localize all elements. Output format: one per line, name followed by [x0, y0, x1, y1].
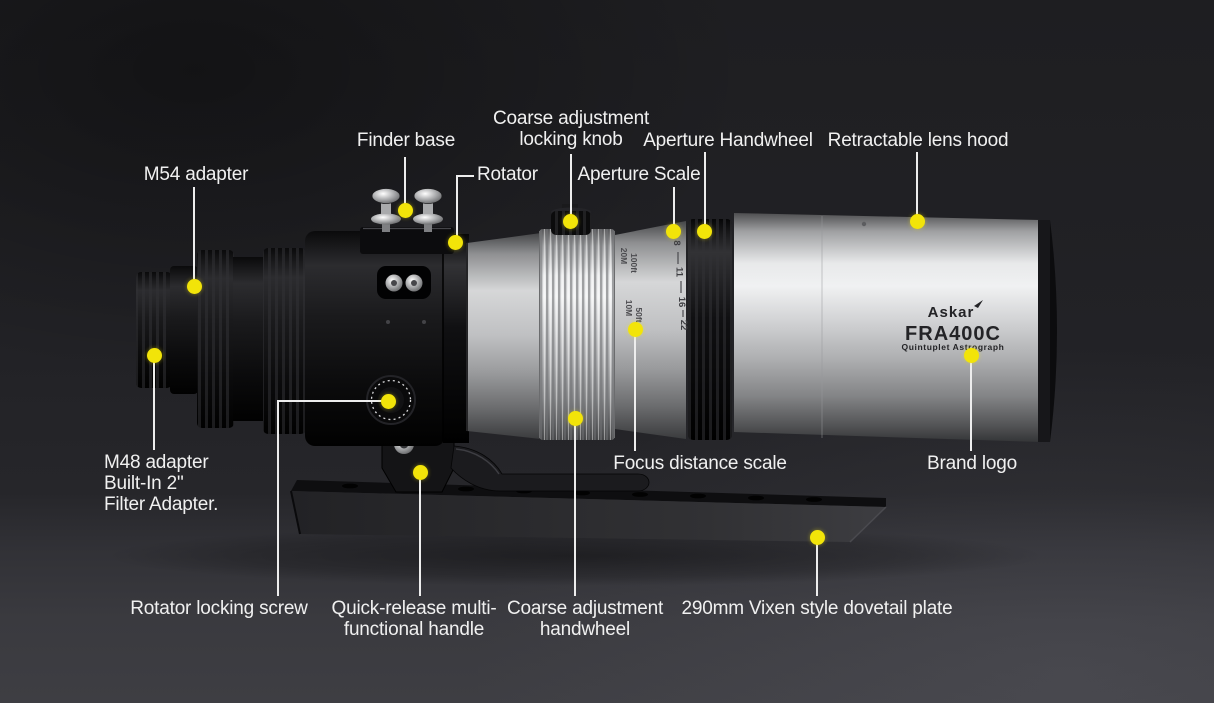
finder-base [360, 188, 454, 254]
leader-line [704, 152, 706, 233]
callout-dot [413, 465, 428, 480]
lens-hood [734, 213, 1057, 442]
callout-dot [910, 214, 925, 229]
callout-dot [964, 348, 979, 363]
label-m54-adapter: M54 adapter [143, 164, 249, 185]
leader-line [816, 538, 818, 596]
callout-dot [563, 214, 578, 229]
leader-line [916, 152, 918, 222]
leader-line [570, 154, 572, 222]
callout-dot [810, 530, 825, 545]
aperture-scale-markings: 8 11 16 22 [671, 240, 689, 330]
svg-text:10M: 10M [624, 300, 634, 317]
rear-smooth-ring [233, 257, 264, 421]
svg-text:50ft: 50ft [634, 307, 644, 322]
callout-dot [697, 224, 712, 239]
brand-logo-print: Askar FRA400C Quintuplet Astrograph [902, 300, 1005, 352]
label-m48-adapter: M48 adapter Built-In 2" Filter Adapter. [104, 452, 219, 515]
leader-line [456, 175, 474, 177]
label-dovetail-plate: 290mm Vixen style dovetail plate [681, 598, 953, 619]
callout-dot [448, 235, 463, 250]
svg-text:16: 16 [676, 297, 687, 308]
label-rotator-locking-screw: Rotator locking screw [130, 598, 308, 619]
label-aperture-scale: Aperture Scale [577, 164, 701, 185]
callout-dot [666, 224, 681, 239]
coarse-adjustment-handwheel-ring [539, 229, 615, 440]
callout-dot [147, 348, 162, 363]
rear-knurled-ring-b [263, 248, 306, 434]
leader-line [404, 157, 406, 211]
leader-line [277, 400, 389, 402]
leader-line [419, 473, 421, 596]
label-quick-release-handle: Quick-release multi- functional handle [331, 598, 497, 640]
label-coarse-handwheel: Coarse adjustment handwheel [506, 598, 664, 640]
label-retractable-hood: Retractable lens hood [827, 130, 1009, 151]
label-focus-distance-scale: Focus distance scale [613, 453, 787, 474]
callout-dot [628, 322, 643, 337]
label-coarse-locking-knob: Coarse adjustment locking knob [492, 108, 650, 150]
svg-text:8: 8 [671, 240, 682, 245]
label-aperture-handwheel: Aperture Handwheel [643, 130, 813, 151]
svg-text:100ft: 100ft [629, 253, 639, 273]
leader-line [193, 187, 195, 287]
clamp-screws [377, 266, 431, 324]
m48-adapter-ring [136, 272, 172, 388]
label-brand-logo: Brand logo [927, 453, 1017, 474]
leader-line [574, 419, 576, 596]
callout-dot [568, 411, 583, 426]
focus-scale-cone [615, 221, 686, 439]
model-text: FRA400C [905, 323, 1001, 345]
leader-line [153, 355, 155, 450]
brand-name-text: Askar [928, 304, 975, 321]
leader-line [456, 175, 458, 243]
svg-text:11: 11 [674, 267, 685, 278]
aperture-handwheel-ring [688, 219, 732, 440]
rotator-ring [443, 234, 469, 443]
label-rotator: Rotator [477, 164, 538, 185]
svg-text:22: 22 [678, 320, 689, 331]
leader-line [277, 400, 279, 596]
thumbscrew-icon [371, 188, 401, 232]
callout-dot [398, 203, 413, 218]
leader-line [970, 356, 972, 451]
m54-adapter-ring [170, 266, 198, 394]
thumbscrew-icon [413, 188, 443, 232]
label-finder-base: Finder base [356, 130, 456, 151]
leader-line [673, 187, 675, 233]
leader-line [634, 330, 636, 451]
model-subtitle-text: Quintuplet Astrograph [902, 342, 1005, 352]
focus-distance-scale-markings: 20M 100ft 10M 50ft [619, 248, 644, 323]
brand-mark-icon [974, 300, 983, 308]
callout-dot [381, 394, 396, 409]
callout-dot [187, 279, 202, 294]
rear-knurled-ring-a [197, 250, 234, 428]
svg-text:20M: 20M [619, 248, 629, 265]
focuser-body [467, 233, 541, 439]
